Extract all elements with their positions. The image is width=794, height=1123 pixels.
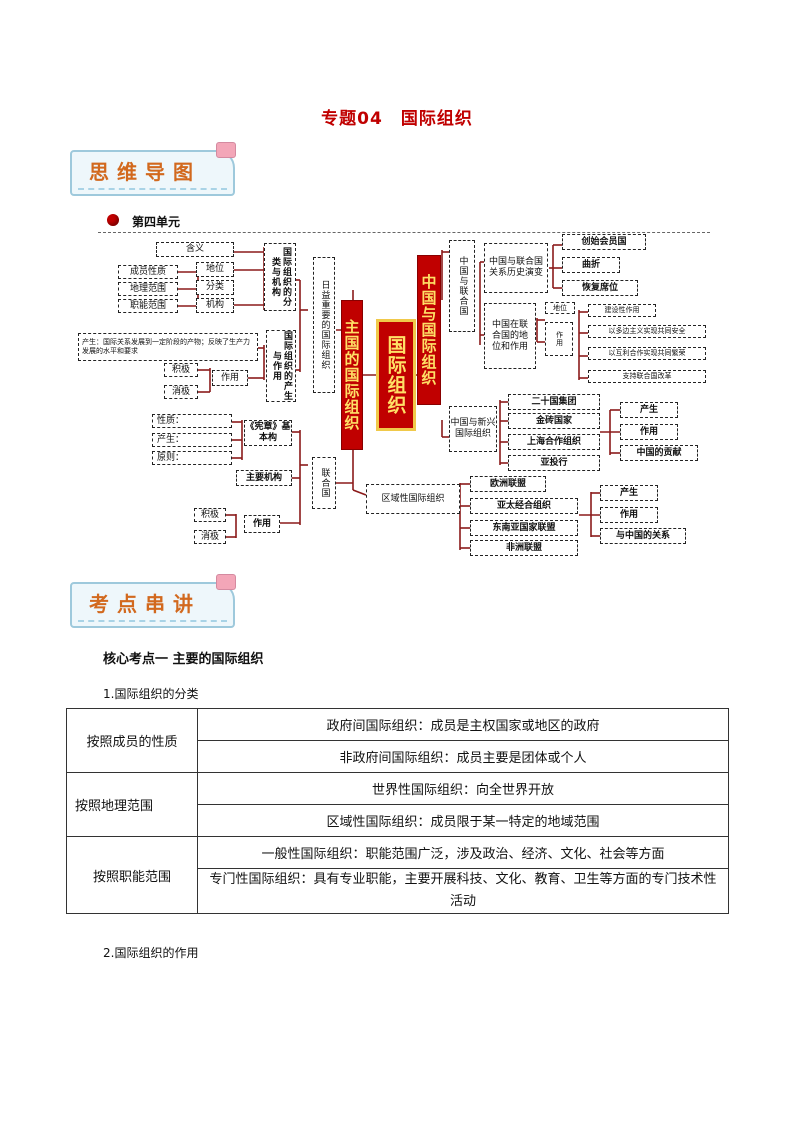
section-heading: 核心考点一 主要的国际组织 — [103, 648, 264, 667]
node-geo-scope: 地理范围 — [118, 282, 178, 296]
node-un-reform: 支持联合国改革 — [588, 370, 706, 383]
table-cell: 一般性国际组织：职能范围广泛，涉及政治、经济、文化、社会等方面 — [198, 837, 729, 869]
table-category: 按照地理范围 — [67, 773, 198, 837]
table-category: 按照职能范围 — [67, 837, 198, 914]
table-cell: 非政府间国际组织：成员主要是团体或个人 — [198, 741, 729, 773]
node-nature: 性质： — [152, 414, 232, 428]
node-negative: 消极 — [164, 385, 198, 399]
mindmap-branch-left: 主国的国际组织 — [341, 300, 363, 450]
node-principle: 原则： — [152, 451, 232, 465]
mind-map: 国际组织 主国的国际组织 中国与国际组织 日益重要的国际组织 国际组织的分类与机… — [0, 0, 794, 600]
table-category: 按照成员的性质 — [67, 709, 198, 773]
node-origin-text: 产生：国际关系发展到一定阶段的产物；反映了生产力发展的水平和要求 — [78, 333, 258, 361]
table-cell: 专门性国际组织：具有专业职能，主要开展科技、文化、教育、卫生等方面的专门技术性活… — [198, 869, 729, 914]
node-reg-eu: 欧洲联盟 — [470, 476, 546, 492]
node-member-nature: 成员性质 — [118, 265, 178, 279]
node-cn-un-history: 中国与联合国关系历史演变 — [484, 243, 548, 293]
node-brics: 金砖国家 — [508, 413, 600, 429]
node-g20: 二十国集团 — [508, 394, 600, 410]
node-reg-asean: 东南亚国家联盟 — [470, 520, 578, 536]
node-reg-role: 作用 — [600, 507, 658, 523]
node-sco: 上海合作组织 — [508, 434, 600, 450]
node-new-origin: 产生 — [620, 402, 678, 418]
node-cn-un-role: 中国在联合国的地位和作用 — [484, 303, 536, 369]
points-banner: 考点串讲 — [70, 582, 240, 630]
table-cell: 世界性国际组织：向全世界开放 — [198, 773, 729, 805]
node-un-role: 作用 — [244, 515, 280, 533]
table-cell: 政府间国际组织：成员是主权国家或地区的政府 — [198, 709, 729, 741]
table-row: 按照地理范围 世界性国际组织：向全世界开放 — [67, 773, 729, 805]
table-row: 按照职能范围 一般性国际组织：职能范围广泛，涉及政治、经济、文化、社会等方面 — [67, 837, 729, 869]
node-meaning: 含义 — [156, 242, 234, 257]
node-contribution: 中国的贡献 — [620, 445, 698, 461]
node-cn-new: 中国与新兴国际组织 — [449, 406, 497, 452]
node-origin-role: 国际组织的产生与作用 — [266, 330, 296, 402]
node-reg-apec: 亚太经合组织 — [470, 498, 578, 514]
node-reg-china: 与中国的关系 — [600, 528, 686, 544]
node-reg-au: 非洲联盟 — [470, 540, 578, 556]
node-classify-structure: 国际组织的分类与机构 — [264, 243, 296, 311]
node-status: 地位 — [196, 262, 234, 277]
node-function-scope: 职能范围 — [118, 299, 178, 313]
node-role: 作用 — [212, 370, 248, 386]
node-charter: 《宪章》基本构 — [244, 420, 292, 446]
node-regional: 区域性国际组织 — [366, 484, 460, 514]
node-origin: 产生： — [152, 433, 232, 447]
node-un-negative: 消极 — [194, 530, 226, 544]
node-main-organs: 主要机构 — [236, 470, 292, 486]
node-status2: 地位 — [545, 302, 575, 314]
node-classify: 分类 — [196, 280, 234, 295]
node-un: 联合国 — [312, 457, 336, 509]
node-cn-un: 中国与联合国 — [449, 240, 475, 332]
node-multilateral: 以多边主义实现共同安全 — [588, 325, 706, 338]
points-banner-label: 考点串讲 — [70, 588, 220, 617]
node-role3: 作用 — [545, 322, 573, 356]
node-un-positive: 积极 — [194, 508, 226, 522]
node-twists: 曲折 — [562, 257, 620, 273]
node-reg-origin: 产生 — [600, 485, 658, 501]
node-aiib: 亚投行 — [508, 455, 600, 471]
mindmap-branch-right: 中国与国际组织 — [417, 255, 441, 405]
node-mutual-benefit: 以互利合作实现共同繁荣 — [588, 347, 706, 360]
node-left-group1-title: 日益重要的国际组织 — [313, 257, 335, 393]
node-constructive: 建设性作用 — [588, 304, 656, 317]
subheading-role: 2.国际组织的作用 — [103, 944, 198, 961]
node-founding-member: 创始会员国 — [562, 234, 646, 250]
mindmap-center: 国际组织 — [379, 322, 413, 428]
node-positive: 积极 — [164, 363, 198, 377]
node-new-role: 作用 — [620, 424, 678, 440]
classification-table: 按照成员的性质 政府间国际组织：成员是主权国家或地区的政府 非政府间国际组织：成… — [66, 708, 729, 914]
node-structure: 机构 — [196, 298, 234, 313]
table-cell: 区域性国际组织：成员限于某一特定的地域范围 — [198, 805, 729, 837]
table-row: 按照成员的性质 政府间国际组织：成员是主权国家或地区的政府 — [67, 709, 729, 741]
subheading-classification: 1.国际组织的分类 — [103, 685, 198, 702]
node-restore-seat: 恢复席位 — [562, 280, 638, 296]
